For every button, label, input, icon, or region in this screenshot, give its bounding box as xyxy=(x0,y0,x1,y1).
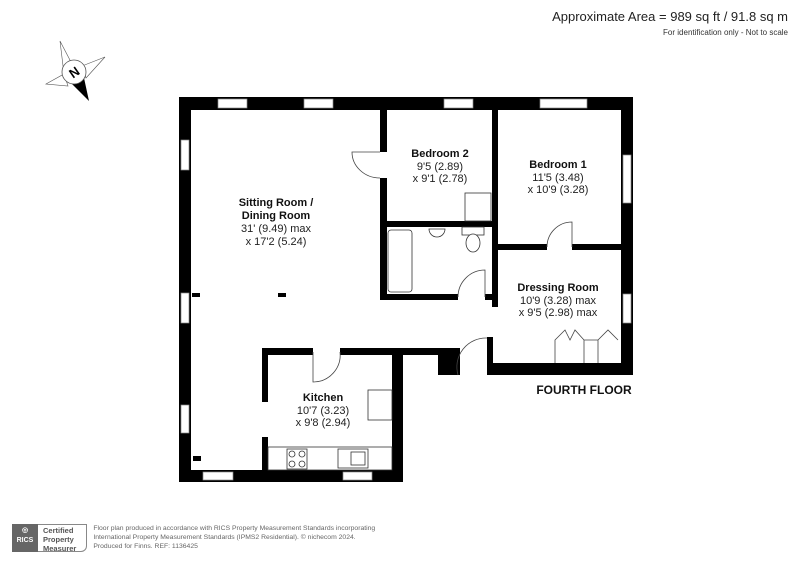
floor-label: FOURTH FLOOR xyxy=(536,383,632,397)
footer-line: Produced for Finns. REF: 1136425 xyxy=(93,543,198,550)
room-dimensions: x 9'5 (2.98) max xyxy=(519,307,598,319)
room-dimensions: x 17'2 (5.24) xyxy=(246,236,307,248)
bath-icon xyxy=(387,229,413,293)
footer-line: International Property Measurement Stand… xyxy=(93,534,356,541)
room-bedroom-1: Bedroom 1 11'5 (3.48) x 10'9 (3.28) xyxy=(528,159,589,196)
room-dimensions: 10'9 (3.28) max xyxy=(520,295,597,307)
doors xyxy=(312,151,573,383)
room-name: Bedroom 2 xyxy=(411,148,468,160)
cupboard xyxy=(464,192,492,222)
wardrobe-icon xyxy=(554,329,619,363)
room-kitchen: Kitchen 10'7 (3.23) x 9'8 (2.94) xyxy=(296,392,351,429)
badge-line: Certified xyxy=(43,526,74,535)
room-name: Bedroom 1 xyxy=(529,159,586,171)
room-dimensions: 10'7 (3.23) xyxy=(297,405,349,417)
fixtures xyxy=(267,192,619,471)
badge-line: Property xyxy=(43,535,74,544)
room-bedroom-2: Bedroom 2 9'5 (2.89) x 9'1 (2.78) xyxy=(411,148,468,185)
kitchen-unit xyxy=(367,389,393,421)
room-sitting-dining: Sitting Room / Dining Room 31' (9.49) ma… xyxy=(239,197,314,248)
room-name: Dressing Room xyxy=(517,282,599,294)
badge-line: Measurer xyxy=(43,544,77,553)
approximate-area: Approximate Area = 989 sq ft / 91.8 sq m xyxy=(552,9,788,24)
rics-logo: ◎RICS xyxy=(12,524,38,552)
compass-icon: N xyxy=(45,40,106,101)
disclaimer: For identification only - Not to scale xyxy=(663,28,788,37)
room-name: Kitchen xyxy=(303,392,344,404)
room-dimensions: 11'5 (3.48) xyxy=(532,172,583,184)
room-dimensions: x 10'9 (3.28) xyxy=(528,184,589,196)
room-dimensions: 9'5 (2.89) xyxy=(417,161,463,173)
toilet-icon xyxy=(465,233,481,253)
room-dimensions: x 9'8 (2.94) xyxy=(296,417,351,429)
footer-line: Floor plan produced in accordance with R… xyxy=(93,525,376,532)
windows xyxy=(180,98,632,481)
footer-text: Floor plan produced in accordance with R… xyxy=(93,524,375,551)
basin-icon xyxy=(428,228,446,238)
footer: ◎RICS Certified Property Measurer Floor … xyxy=(12,524,375,553)
room-dimensions: x 9'1 (2.78) xyxy=(413,173,468,185)
room-dimensions: 31' (9.49) max xyxy=(241,223,311,235)
room-name: Sitting Room / xyxy=(239,197,314,209)
room-name: Dining Room xyxy=(242,210,311,222)
certified-badge: Certified Property Measurer xyxy=(38,524,88,553)
room-dressing: Dressing Room 10'9 (3.28) max x 9'5 (2.9… xyxy=(517,282,599,319)
rics-text: RICS xyxy=(16,537,34,544)
